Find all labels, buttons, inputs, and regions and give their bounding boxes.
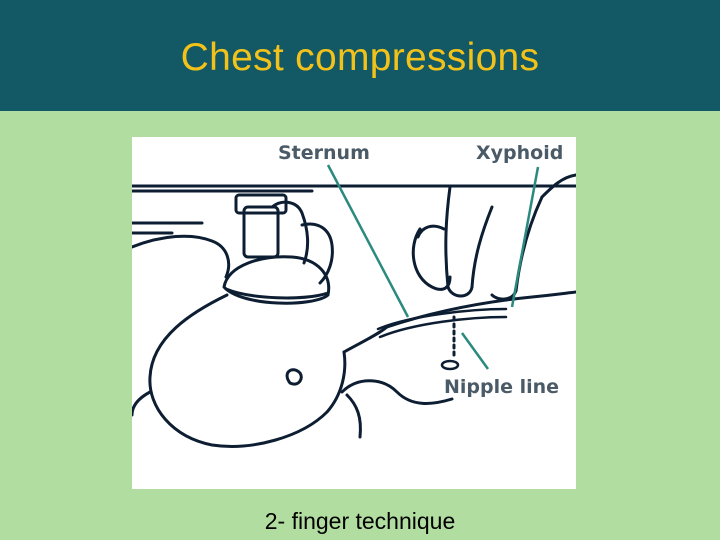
rescuer-curled-fingers — [411, 227, 452, 291]
label-xyphoid: Xyphoid — [476, 142, 563, 164]
sternum-band-lower — [378, 315, 508, 339]
rescuer-finger-2 — [470, 205, 494, 289]
mask-connector — [242, 205, 280, 259]
rescuer-knuckle — [416, 224, 446, 239]
infant-cpr-illustration: Sternum Xyphoid Nipple line — [132, 137, 576, 489]
label-sternum: Sternum — [278, 142, 370, 164]
xyphoid-leader-line — [510, 166, 540, 308]
sternum-leader-line — [326, 164, 410, 318]
mask-rim — [224, 287, 330, 300]
infant-shoulder — [345, 393, 362, 439]
nipple-line-leader — [460, 332, 490, 370]
infant-ear — [285, 368, 303, 386]
rescuer-hand-left — [132, 234, 231, 279]
rescuer-hand-right — [444, 185, 474, 298]
rescuer-thumb-left — [270, 200, 310, 265]
infant-face-line — [132, 390, 152, 417]
infant-arm — [340, 379, 454, 405]
rescuer-arm-left — [132, 221, 204, 235]
label-nipple-line: Nipple line — [444, 376, 559, 398]
illustration-svg: Sternum Xyphoid Nipple line — [132, 142, 576, 448]
sternum-band — [376, 307, 508, 331]
nipple-mark — [440, 359, 460, 371]
infant-head — [148, 293, 347, 448]
mask-dome — [222, 255, 331, 305]
infant-neck — [342, 325, 389, 354]
slide-title: Chest compressions — [180, 36, 540, 79]
figure-caption: 2- finger technique — [264, 508, 456, 534]
title-bar — [0, 0, 720, 111]
rescuer-finger-left — [300, 222, 334, 285]
rescuer-palm — [540, 173, 576, 199]
mask-connector-top — [234, 193, 288, 215]
